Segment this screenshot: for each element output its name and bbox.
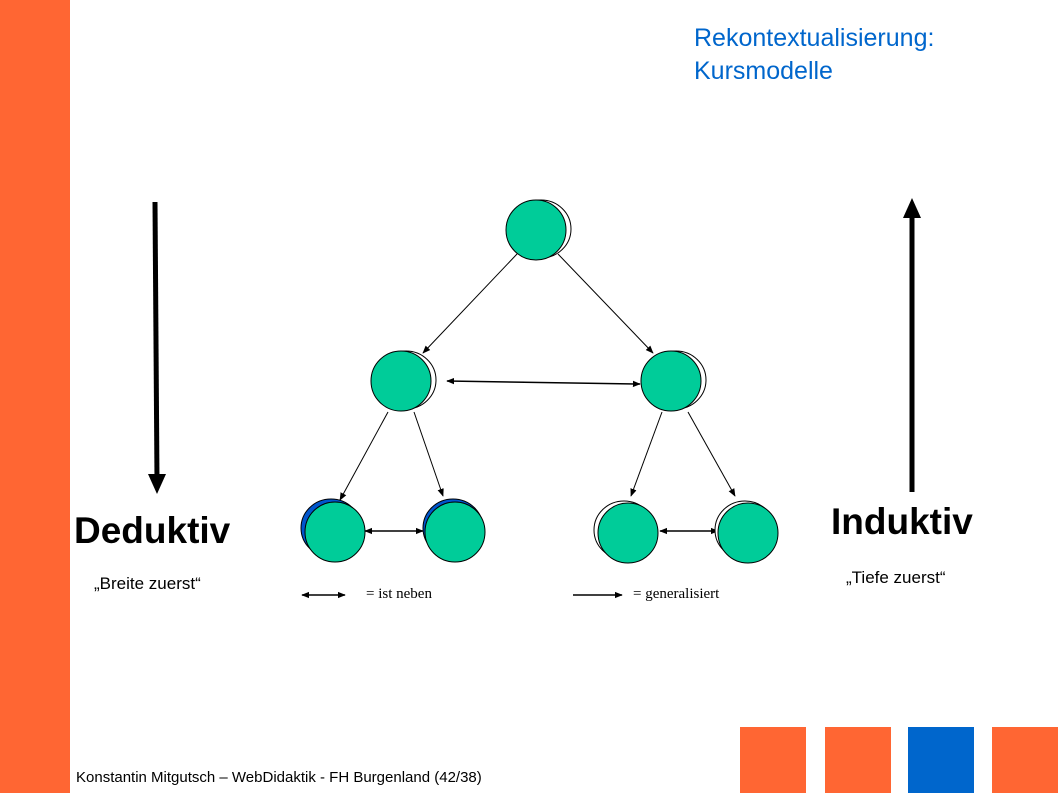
legend-generalizes-text: = generalisiert [633,586,720,602]
decor-square-2 [825,727,891,793]
node-leaf-4 [714,500,779,564]
left-accent-bar [0,0,70,793]
node-leaf-2 [422,498,486,563]
edge-right-rl [630,411,663,497]
slide-title-line2: Kursmodelle [694,57,833,85]
inductive-caption: „Tiefe zuerst“ [846,568,946,587]
deductive-caption: „Breite zuerst“ [94,574,201,593]
node-mid-right [640,350,707,412]
edge-right-rr [687,411,736,497]
edge-left-ll [339,411,389,501]
decor-square-3 [908,727,974,793]
deductive-label: Deduktiv [74,510,231,551]
inductive-label: Induktiv [831,501,973,542]
edge-left-lr [413,411,444,497]
node-mid-left [370,350,437,412]
decor-square-4 [992,727,1058,793]
inductive-arrow-head [903,198,921,218]
deductive-arrow-head [148,474,166,494]
slide-title: Rekontextualisierung: Kursmodelle [694,22,934,88]
edge-root-right [557,253,654,354]
footer-text: Konstantin Mitgutsch – WebDidaktik - FH … [76,769,482,786]
node-leaf-1 [300,498,366,563]
decor-square-1 [740,727,806,793]
node-leaf-3 [593,500,659,564]
node-root [505,199,572,261]
neighbor-mid [446,377,641,388]
edge-root-left [422,253,518,354]
deductive-arrow [152,201,160,483]
slide-title-line1: Rekontextualisierung: [694,24,935,52]
legend-neighbor-text: = ist neben [366,586,432,602]
